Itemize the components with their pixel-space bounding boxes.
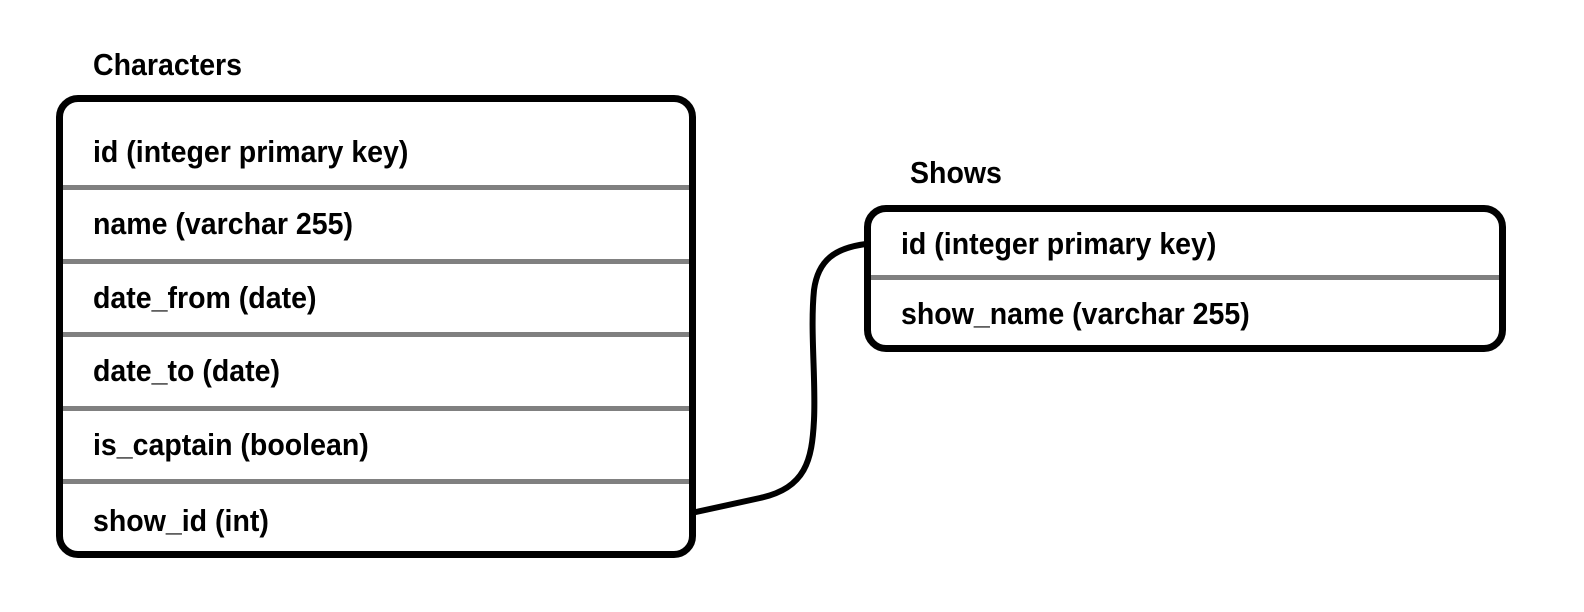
characters-table-title: Characters xyxy=(93,47,243,82)
characters-field-id[interactable]: id (integer primary key) xyxy=(63,102,689,190)
shows-table[interactable]: id (integer primary key) show_name (varc… xyxy=(864,205,1506,352)
shows-field-id[interactable]: id (integer primary key) xyxy=(871,212,1499,280)
characters-field-name[interactable]: name (varchar 255) xyxy=(63,190,689,264)
characters-field-date-to[interactable]: date_to (date) xyxy=(63,337,689,411)
characters-field-show-id[interactable]: show_id (int) xyxy=(93,503,269,539)
characters-table[interactable]: id (integer primary key) name (varchar 2… xyxy=(56,95,696,558)
characters-field-is-captain[interactable]: is_captain (boolean) xyxy=(63,411,689,485)
characters-field-date-from[interactable]: date_from (date) xyxy=(63,264,689,338)
shows-table-title: Shows xyxy=(910,155,1002,190)
shows-field-show-name[interactable]: show_name (varchar 255) xyxy=(901,296,1250,331)
